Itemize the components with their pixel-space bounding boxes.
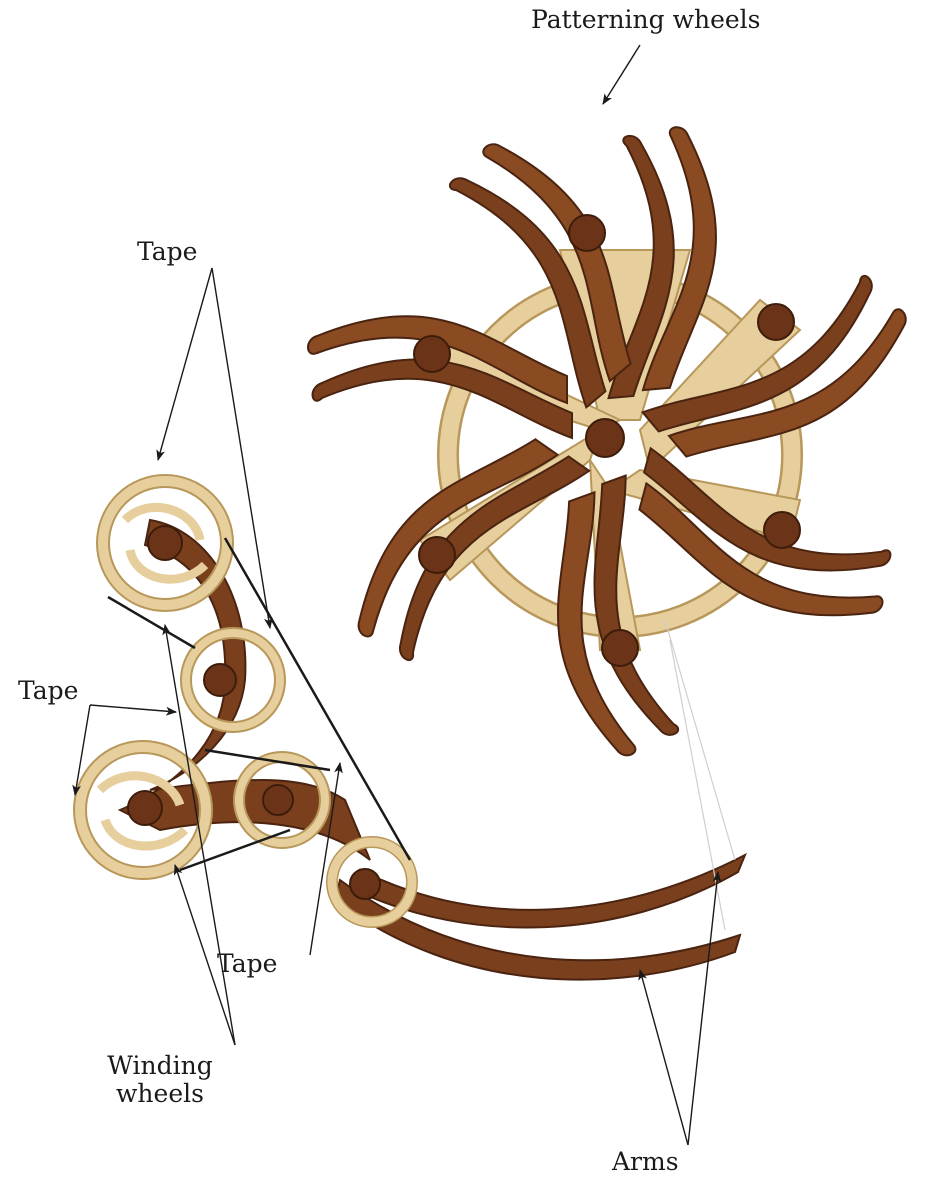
winding-wheels-illustration [80, 481, 412, 922]
arrow-arms-2 [688, 872, 718, 1145]
arrow-arms-1 [640, 970, 688, 1145]
label-winding-wheels: Winding wheels [100, 1052, 220, 1107]
label-tape-top: Tape [137, 238, 197, 266]
patterning-wheels-illustration [308, 125, 923, 766]
arrow-tape-top-1 [158, 268, 212, 460]
label-tape-left: Tape [18, 677, 78, 705]
label-arms: Arms [612, 1148, 679, 1176]
label-tape-bottom: Tape [217, 950, 277, 978]
winding-wheel-1 [103, 481, 227, 605]
label-patterning-wheels: Patterning wheels [531, 6, 761, 34]
arrow-tape-left-1 [90, 705, 176, 712]
arrow-patterning-wheels [603, 45, 640, 104]
arms-illustration [335, 620, 745, 980]
